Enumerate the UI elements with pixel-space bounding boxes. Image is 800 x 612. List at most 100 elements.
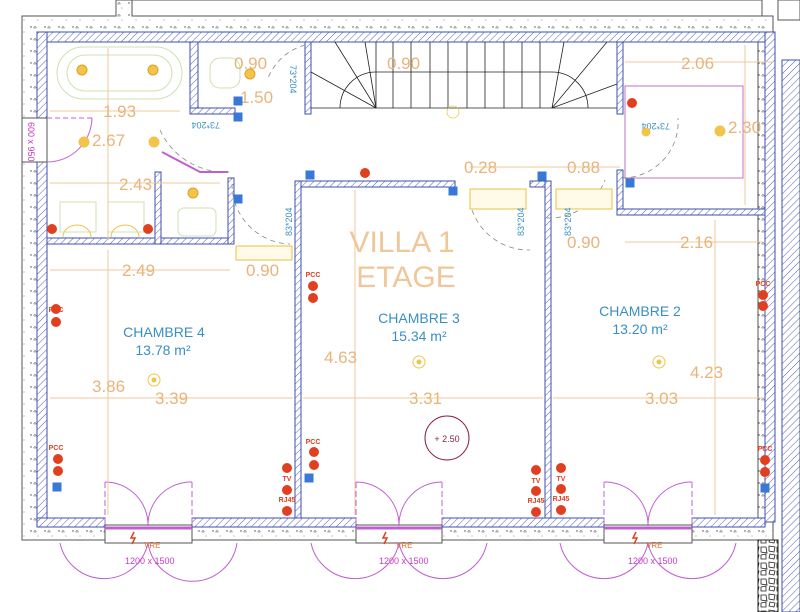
outlet-icon [47, 98, 637, 234]
light-icon-ch3 [412, 355, 426, 369]
rj45-label: RJ45 [279, 497, 296, 504]
outlet-icon [556, 463, 566, 515]
room-area-chambre-4: 13.78 m² [135, 342, 191, 358]
dim-ch2-height: 4.23 [690, 363, 723, 382]
door-label-wc: 73*204 [288, 65, 298, 94]
dressing-zone [624, 85, 744, 179]
switch-icon [233, 194, 243, 204]
switch-icon [537, 171, 547, 181]
outlet-icon [760, 455, 770, 477]
switches [52, 96, 770, 493]
room-area-chambre-2: 13.20 m² [612, 321, 668, 337]
plan-title-line1: VILLA 1 [349, 226, 454, 259]
dim-hall-028: 0.28 [464, 158, 497, 177]
switch-icon [52, 482, 62, 492]
staircase [310, 41, 618, 119]
switch-icon [760, 483, 770, 493]
shower-toilet [161, 151, 228, 237]
pcc-label: PCC [758, 446, 773, 453]
dim-ch4-door: 0.90 [246, 261, 279, 280]
rj45-label: RJ45 [553, 496, 570, 503]
dim-wc-depth: 1.50 [240, 88, 273, 107]
room-name-chambre-4: CHAMBRE 4 [123, 324, 205, 340]
pcc-label: PCC [49, 307, 64, 314]
bathtub [56, 46, 183, 100]
light-icon-ch2 [652, 355, 666, 369]
vre-icon [631, 531, 639, 545]
outlet-icon [282, 463, 292, 516]
dim-wc-width: 0.90 [234, 54, 267, 73]
room-area-chambre-3: 15.34 m² [391, 328, 447, 344]
bay-labels: VRE 1200 x 1500 VRE 1200 x 1500 VRE 1200… [125, 531, 678, 566]
vre-icon [381, 531, 389, 545]
stone-fill [757, 539, 779, 612]
dim-ch2-door: 0.90 [567, 233, 600, 252]
room-name-chambre-3: CHAMBRE 3 [378, 310, 460, 326]
switch-icon [305, 170, 315, 180]
outlet-icon [758, 290, 768, 311]
dim-stair-width: 0.90 [387, 54, 420, 73]
dim-ch4-width: 3.39 [155, 389, 188, 408]
dim-ch3-width: 3.31 [409, 389, 442, 408]
pcc-label: PCC [756, 281, 771, 288]
bay-window-swings [59, 481, 737, 582]
switch-icon [304, 473, 314, 483]
switch-icon [233, 112, 243, 122]
door-labels: 73*204 73*204 73*204 83*204 83*204 83*20… [191, 65, 670, 236]
light-icon-ch4 [147, 373, 161, 387]
dimension-labels: 1.93 2.67 2.43 0.90 1.50 0.90 2.06 2.30 … [92, 54, 761, 408]
dim-hall-088: 0.88 [567, 158, 600, 177]
outlet-icon [531, 465, 541, 517]
door-label-dressing: 73*204 [641, 121, 670, 131]
bath-window-label: 600 x 950 [26, 122, 36, 162]
tv-label: TV [557, 476, 566, 483]
door-label-bath: 73*204 [191, 120, 220, 130]
light-icon-dressing [714, 125, 726, 137]
dim-ch3-height: 4.63 [324, 348, 357, 367]
bay-label: 1200 x 1500 [628, 556, 678, 566]
wc [209, 57, 256, 89]
dim-dressing-width: 2.06 [681, 54, 714, 73]
dim-ch4-top: 2.49 [122, 261, 155, 280]
vre-label: VRE [646, 541, 662, 550]
bay-label: 1200 x 1500 [379, 556, 429, 566]
tv-label: TV [283, 476, 292, 483]
dim-ch2-top: 2.16 [680, 233, 713, 252]
double-sink [59, 201, 145, 238]
ceiling-lights [78, 125, 726, 387]
outlet-icon [51, 304, 61, 327]
pcc-label: PCC [306, 439, 321, 446]
switch-icon [233, 96, 243, 106]
bottom-openings [104, 526, 693, 544]
switch-icon [625, 178, 635, 188]
electrical-outlets: PCC PCC PCC PCC PCC PCC TV RJ45 TV RJ45 … [47, 98, 772, 517]
door-label-ch2: 83*204 [563, 207, 573, 236]
plan-title-line2: ETAGE [356, 261, 455, 294]
vre-label: VRE [144, 541, 160, 550]
dim-ch2-width: 3.03 [645, 389, 678, 408]
dim-bath-height: 2.67 [92, 131, 125, 150]
switch-icon [448, 186, 458, 196]
rj45-label: RJ45 [528, 498, 545, 505]
bay-label: 1200 x 1500 [125, 556, 175, 566]
door-label-ch4: 83*204 [284, 207, 294, 236]
dimension-lines [50, 45, 773, 515]
dim-bath-width: 1.93 [103, 102, 136, 121]
dim-bath-lower: 2.43 [119, 175, 152, 194]
pcc-label: PCC [49, 445, 64, 452]
tv-label: TV [532, 478, 541, 485]
outlet-icon [53, 454, 63, 476]
level-mark-text: + 2.50 [434, 434, 459, 444]
dim-dressing-height: 2.30 [728, 118, 761, 137]
bath-window: 600 x 950 [21, 117, 93, 163]
outlet-icon [308, 281, 318, 303]
light-icon-bath [148, 136, 160, 148]
vre-icon [129, 531, 137, 545]
interior-walls [36, 31, 776, 528]
neighbor-wall [781, 59, 800, 612]
door-label-ch3: 83*204 [516, 207, 526, 236]
level-marker: + 2.50 [424, 415, 470, 461]
room-name-chambre-2: CHAMBRE 2 [599, 303, 681, 319]
door-swings [159, 44, 679, 261]
